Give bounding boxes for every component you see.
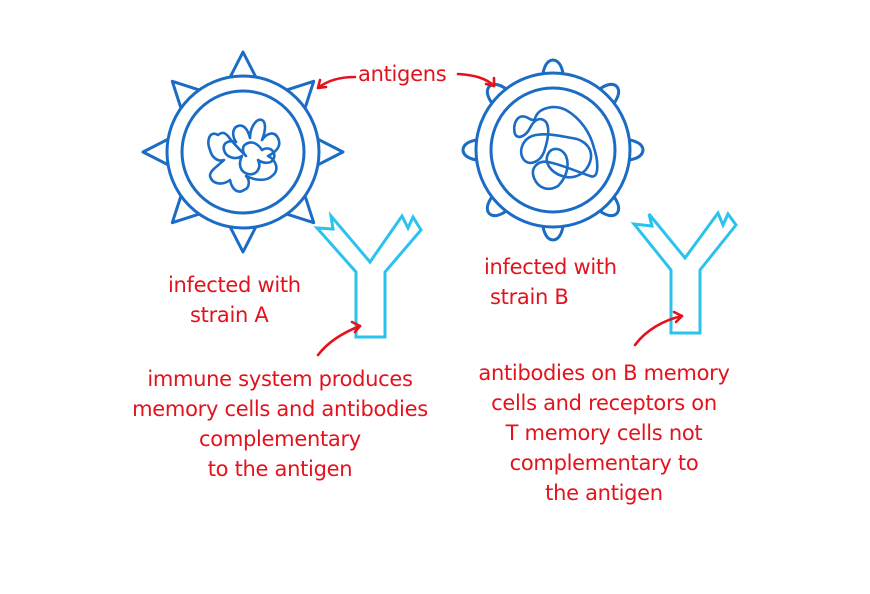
antigen-bump bbox=[485, 194, 509, 218]
virus-a-genetic-material bbox=[207, 118, 281, 193]
strain-b-description: antibodies on B memory cells and recepto… bbox=[458, 358, 750, 508]
antigen-spike bbox=[170, 193, 202, 225]
antigen-spike bbox=[170, 79, 202, 111]
description-a-line: immune system produces bbox=[147, 367, 413, 391]
antigen-bump bbox=[597, 82, 621, 106]
antigen-spike bbox=[284, 193, 316, 225]
antigen-spikes-triangular bbox=[141, 50, 345, 254]
description-b-line: complementary to bbox=[509, 451, 699, 475]
virus-strain-a-icon bbox=[141, 50, 345, 254]
antigen-bumps-rounded bbox=[461, 58, 645, 242]
description-b-line: the antigen bbox=[545, 481, 663, 505]
description-a-line: complementary bbox=[199, 427, 361, 451]
antibody-a-icon bbox=[313, 210, 423, 339]
description-b-line: cells and receptors on bbox=[491, 391, 717, 415]
antigen-bump bbox=[461, 138, 479, 162]
antigen-bump bbox=[597, 194, 621, 218]
strain-a-label: infected with strain A bbox=[168, 270, 301, 330]
antigen-bump bbox=[541, 58, 565, 76]
virus-a-inner-membrane bbox=[180, 89, 306, 215]
antigen-bump bbox=[627, 138, 645, 162]
description-a-line: memory cells and antibodies bbox=[132, 397, 428, 421]
arrow-antigens-to-a bbox=[316, 75, 357, 90]
arrow-description-a-to-antibody bbox=[316, 320, 362, 357]
arrow-antigens-to-b bbox=[456, 72, 496, 88]
strain-a-description: immune system produces memory cells and … bbox=[120, 364, 440, 484]
description-b-line: antibodies on B memory bbox=[478, 361, 730, 385]
virus-b-inner-membrane bbox=[489, 86, 617, 214]
antigen-spike bbox=[227, 223, 259, 254]
antigens-text: antigens bbox=[358, 62, 447, 86]
strain-a-label-line: infected with bbox=[168, 273, 301, 297]
arrow-description-b-to-antibody bbox=[633, 310, 684, 347]
antigen-spike bbox=[227, 50, 259, 81]
antibody-b-icon bbox=[630, 209, 738, 335]
antigen-spike bbox=[284, 79, 316, 111]
description-a-line: to the antigen bbox=[207, 457, 353, 481]
antigen-bump bbox=[485, 82, 509, 106]
virus-b-genetic-material bbox=[512, 105, 599, 191]
virus-strain-b-icon bbox=[461, 58, 645, 242]
strain-b-label: infected with strain B bbox=[484, 252, 617, 312]
strain-b-label-line: infected with bbox=[484, 255, 617, 279]
arrows bbox=[316, 72, 684, 357]
description-b-line: T memory cells not bbox=[505, 421, 703, 445]
strain-b-label-line: strain B bbox=[490, 285, 569, 309]
strain-a-label-line: strain A bbox=[190, 303, 269, 327]
antigen-spike bbox=[314, 136, 345, 168]
antigens-label: antigens bbox=[358, 59, 447, 89]
antigen-spike bbox=[141, 136, 172, 168]
antigen-bump bbox=[541, 224, 565, 242]
